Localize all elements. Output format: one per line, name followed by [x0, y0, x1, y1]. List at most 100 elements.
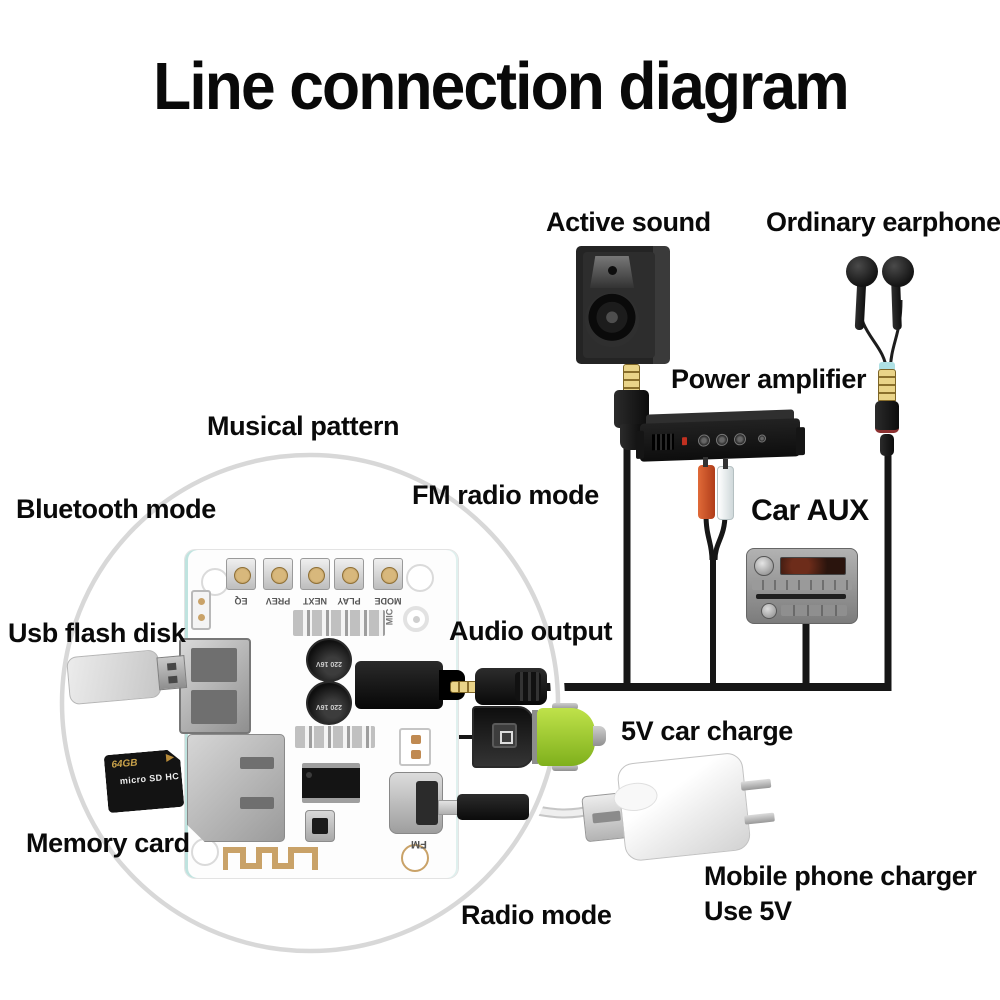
micro-usb-plug: [438, 794, 530, 821]
sd-slot-cutout: [240, 797, 274, 809]
board-button-next: [300, 558, 330, 590]
label-use-5v: Use 5V: [704, 896, 792, 926]
usb-connector-hole: [166, 662, 177, 671]
mic-label: MIC: [384, 608, 395, 626]
power-amplifier-image: [636, 409, 805, 469]
charger-prong: [744, 812, 775, 825]
power-component: [399, 728, 431, 766]
board-button-eq: [226, 558, 256, 590]
amplifier-led: [682, 437, 687, 446]
stereo-button-row: [752, 580, 852, 590]
earbud-left: [846, 256, 878, 287]
ic-chip: [302, 763, 360, 803]
sd-capacity-label: 64GB: [111, 757, 139, 771]
board-button-mode: [373, 558, 403, 590]
board-button-label: PREV: [265, 596, 291, 606]
car-charger-body: [537, 708, 595, 766]
rca-plug-orange: [698, 457, 715, 519]
amplifier-vent: [652, 433, 674, 451]
micro-usb-plug-body: [457, 794, 529, 820]
earbud-right: [882, 256, 914, 287]
rca-pin: [723, 459, 728, 469]
amplifier-handle-left: [636, 430, 644, 459]
label-car-aux: Car AUX: [751, 494, 869, 527]
board-button-label: MODE: [374, 596, 402, 606]
label-power-amplifier: Power amplifier: [671, 364, 867, 394]
switch-pad: [198, 598, 205, 605]
car-charger-ring: [532, 710, 538, 764]
car-charger-clip: [552, 703, 578, 710]
microphone: [403, 606, 429, 632]
capacitor-label: 220 16V: [315, 660, 343, 667]
fm-silkscreen-label: FM: [411, 838, 427, 850]
speaker-woofer: [585, 293, 639, 347]
resistor-row: [295, 726, 375, 748]
rca-pin: [703, 457, 708, 467]
rca-plug-white: [717, 459, 734, 520]
usb-drive-connector: [156, 655, 188, 691]
solder-pad: [411, 735, 421, 744]
sd-corner-mark: [166, 753, 175, 762]
stereo-cd-slot: [756, 594, 846, 599]
mounting-hole: [401, 844, 429, 872]
stereo-display: [780, 557, 846, 575]
page-title-wrap: Line connection diagram: [0, 48, 1000, 125]
mobile-phone-charger-image: [578, 746, 788, 870]
mounting-hole: [406, 564, 434, 592]
speaker-tweeter-dot: [608, 266, 617, 275]
earphone-jack-body: [875, 401, 899, 433]
usb-a-slot: [191, 648, 237, 682]
page-title: Line connection diagram: [152, 49, 850, 124]
capacitor-label: 220 16V: [315, 703, 343, 710]
label-radio-mode: Radio mode: [461, 900, 612, 930]
memory-card-image: 64GB micro SD HC: [104, 749, 185, 813]
earphone-jack-tip: [878, 369, 896, 403]
board-button-play: [334, 558, 364, 590]
label-bluetooth-mode: Bluetooth mode: [16, 494, 216, 524]
stereo-button-row-2: [781, 605, 847, 616]
charger-prong: [740, 778, 772, 791]
board-button-prev: [263, 558, 293, 590]
bluetooth-receiver-board: EQ PREV NEXT PLAY MODE MIC 220 16V 220 1…: [179, 550, 465, 878]
car-charger-image: [468, 703, 608, 772]
solder-pad: [411, 750, 421, 759]
usb-flash-drive-image: [66, 645, 190, 709]
label-audio-output: Audio output: [449, 616, 613, 646]
micro-usb-port: [389, 772, 443, 834]
micro-usb-plug-tip: [438, 800, 459, 815]
car-charger-clip: [552, 764, 578, 771]
label-mobile-phone-charger: Mobile phone charger: [704, 861, 977, 891]
audio-plug-body: [475, 668, 547, 705]
active-speaker-image: [576, 246, 670, 364]
antenna-trace: [223, 847, 318, 870]
stereo-volume-knob: [754, 556, 774, 576]
earphone-jack-plug: [874, 362, 902, 456]
audio-jack-socket: [355, 661, 465, 709]
car-charger-logo: [492, 723, 517, 748]
board-button-label: EQ: [234, 596, 248, 606]
earbud-right-stem: [891, 279, 902, 331]
audio-plug-tip: [450, 681, 476, 693]
label-usb-flash-disk: Usb flash disk: [8, 618, 186, 648]
switch-pad: [198, 614, 205, 621]
board-button-label: NEXT: [303, 596, 328, 606]
earphone-image: [840, 252, 930, 362]
label-ordinary-earphone: Ordinary earphone: [766, 207, 1000, 237]
earbud-left-stem: [854, 279, 867, 331]
crystal-oscillator: [305, 810, 335, 842]
earphone-jack-top: [879, 362, 895, 370]
car-stereo-image: [746, 548, 858, 624]
usb-connector-hole: [168, 675, 178, 684]
label-active-sound: Active sound: [546, 207, 711, 237]
mounting-hole: [191, 838, 219, 866]
speaker-jack-body: [614, 390, 649, 428]
usb-a-port: [179, 638, 251, 734]
sd-slot-cutout: [240, 757, 274, 769]
stereo-tune-knob: [761, 603, 777, 619]
micro-sd-slot: [187, 734, 285, 842]
usb-drive-body: [66, 649, 162, 706]
car-charger-tip: [593, 726, 606, 746]
sd-type-label: micro SD HC: [119, 770, 180, 787]
label-fm-radio-mode: FM radio mode: [412, 480, 599, 510]
